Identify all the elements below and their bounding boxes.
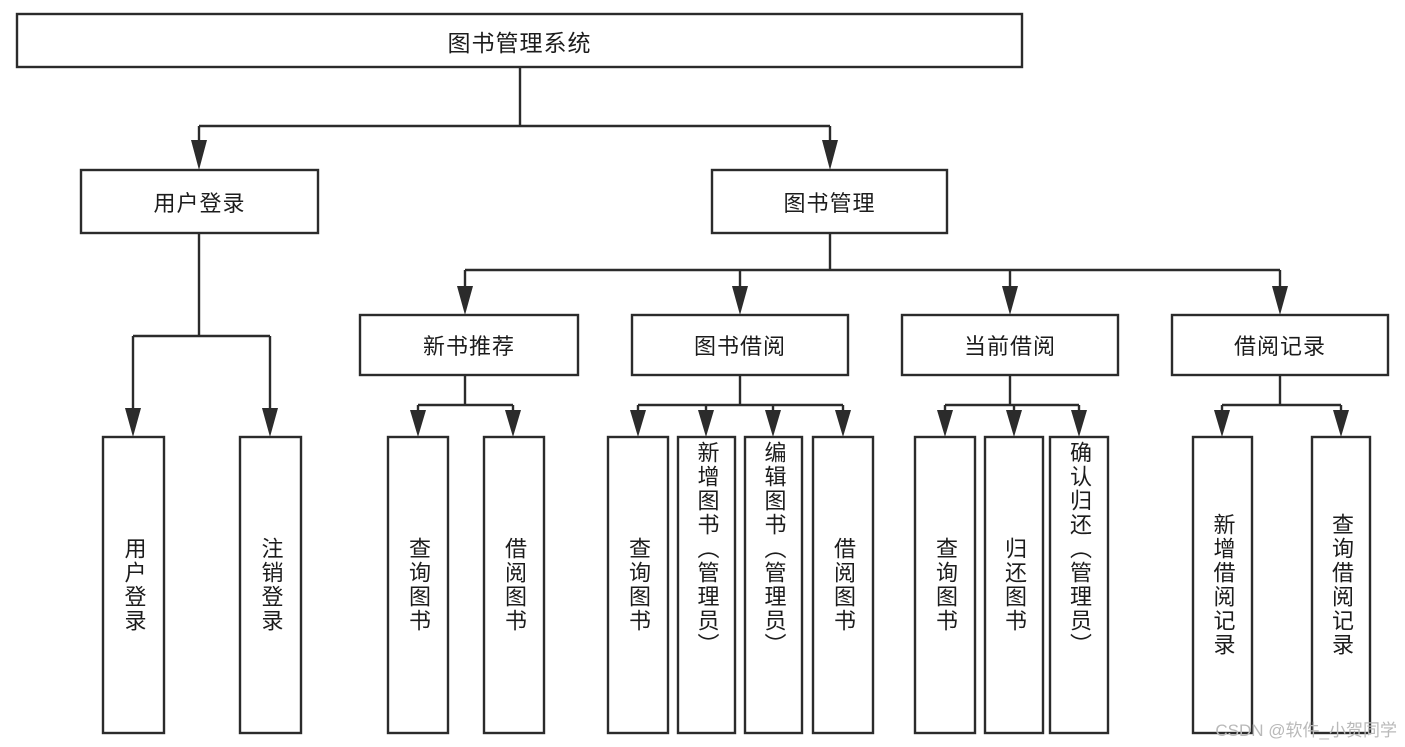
edge-group-root — [191, 67, 838, 170]
node-user-login-box[interactable] — [79, 168, 320, 235]
node-root-box[interactable] — [15, 12, 1024, 69]
edge-group-borrow-record — [1214, 375, 1349, 437]
edge-group-book-borrow — [630, 375, 851, 437]
node-leaf-add-record-box[interactable] — [1191, 435, 1254, 735]
node-leaf-confirm-return-box[interactable] — [1048, 435, 1110, 735]
node-leaf-user-login-box[interactable] — [101, 435, 166, 735]
edge-group-new-book-rec — [410, 375, 521, 437]
arrow-head-leaf-add-record — [1214, 410, 1230, 437]
arrow-head-leaf-confirm-return — [1071, 410, 1087, 437]
node-leaf-borrow-book-b-box[interactable] — [811, 435, 875, 735]
arrow-head-leaf-add-book — [698, 410, 714, 437]
node-leaf-edit-book-box[interactable] — [743, 435, 804, 735]
node-leaf-query-record-box[interactable] — [1310, 435, 1372, 735]
node-current-borrow-box[interactable] — [900, 313, 1120, 377]
arrow-head-book-manage — [822, 140, 838, 170]
arrow-head-leaf-query-record — [1333, 410, 1349, 437]
arrow-head-leaf-query-book-b — [630, 410, 646, 437]
arrow-head-user-login — [191, 140, 207, 170]
arrow-head-borrow-record — [1272, 286, 1288, 315]
arrow-head-leaf-borrow-book-a — [505, 410, 521, 437]
node-leaf-query-book-a-box[interactable] — [386, 435, 450, 735]
arrow-head-new-book-rec — [457, 286, 473, 315]
arrow-head-leaf-query-book-c — [937, 410, 953, 437]
node-book-manage-box[interactable] — [710, 168, 949, 235]
arrow-head-book-borrow — [732, 286, 748, 315]
arrow-head-leaf-user-login — [125, 408, 141, 437]
edge-group-current-borrow — [937, 375, 1087, 437]
edge-group-book-manage — [457, 233, 1288, 315]
edge-group-user-login — [125, 233, 278, 437]
node-new-book-rec-box[interactable] — [358, 313, 580, 377]
node-leaf-logout-box[interactable] — [238, 435, 303, 735]
node-leaf-borrow-book-a-box[interactable] — [482, 435, 546, 735]
arrow-head-leaf-query-book-a — [410, 410, 426, 437]
arrow-head-current-borrow — [1002, 286, 1018, 315]
node-leaf-query-book-c-box[interactable] — [913, 435, 977, 735]
arrow-head-leaf-borrow-book-b — [835, 410, 851, 437]
arrow-head-leaf-edit-book — [765, 410, 781, 437]
arrow-head-leaf-return-book — [1006, 410, 1022, 437]
node-leaf-add-book-box[interactable] — [676, 435, 737, 735]
node-book-borrow-box[interactable] — [630, 313, 850, 377]
node-leaf-return-book-box[interactable] — [983, 435, 1045, 735]
node-borrow-record-box[interactable] — [1170, 313, 1390, 377]
node-leaf-query-book-b-box[interactable] — [606, 435, 670, 735]
arrow-head-leaf-logout — [262, 408, 278, 437]
